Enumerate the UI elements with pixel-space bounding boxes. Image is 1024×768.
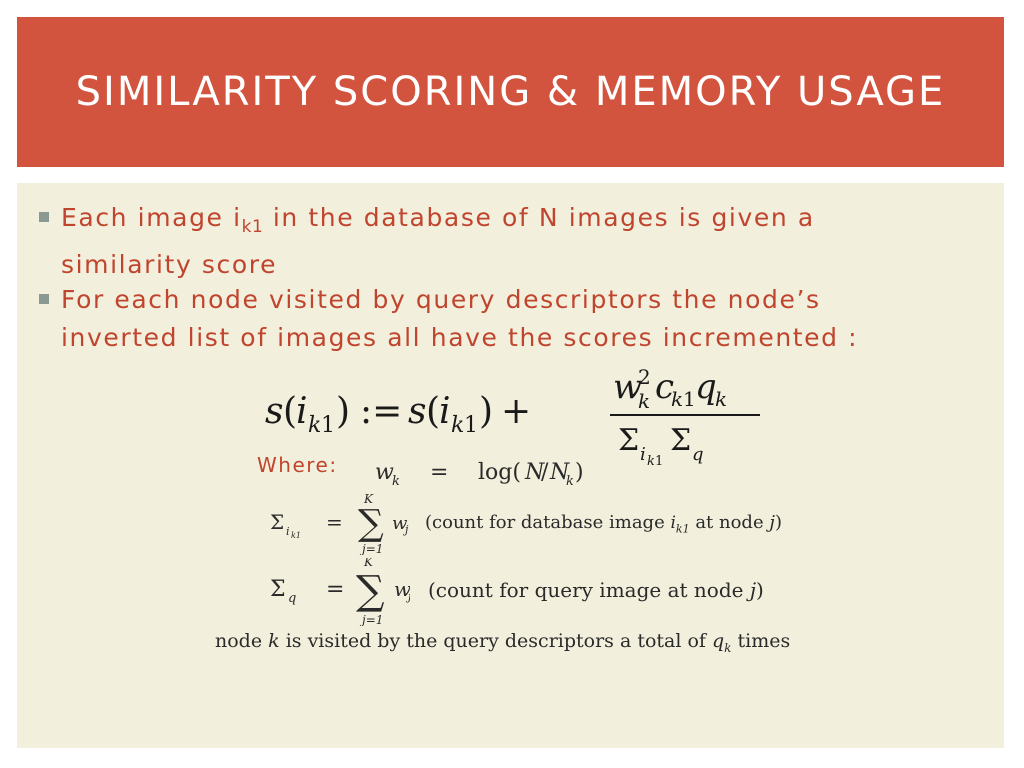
svg-text:w: w — [375, 460, 394, 485]
svg-text:k: k — [566, 474, 574, 489]
svg-text:=: = — [326, 577, 344, 602]
svg-text:Σ: Σ — [270, 577, 286, 602]
svg-text:j: j — [402, 523, 409, 536]
svg-text:Σ: Σ — [670, 423, 691, 458]
bullet-1-line-2: similarity score — [61, 250, 278, 279]
svg-text:1: 1 — [321, 413, 335, 438]
where-label: Where: — [257, 453, 338, 477]
svg-text:): ) — [575, 460, 584, 485]
svg-text:(: ( — [283, 391, 297, 432]
bullet-2: For each node visited by query descripto… — [39, 281, 961, 357]
svg-text:i: i — [640, 444, 646, 465]
svg-text:w: w — [392, 513, 408, 534]
svg-text:/: / — [541, 460, 549, 485]
svg-text:+: + — [501, 391, 531, 432]
visit-text-a: node — [215, 630, 263, 652]
bullet-1: Each image ik1 in the database of N imag… — [39, 199, 961, 284]
svg-text:i: i — [439, 391, 451, 432]
svg-text:k1: k1 — [291, 531, 301, 540]
slide-title: SIMILARITY SCORING & MEMORY USAGE — [75, 69, 946, 115]
svg-text:=: = — [326, 510, 343, 534]
svg-text:K: K — [363, 493, 374, 506]
svg-text:i: i — [286, 525, 290, 538]
content-area: Each image ik1 in the database of N imag… — [17, 183, 1004, 748]
svg-text:N: N — [549, 460, 570, 485]
bullet-1-text-a: Each image i — [61, 203, 242, 232]
sigma-ik1-text: (count for database image — [425, 512, 665, 533]
sigma-ik1-definition: Σ i k1 = K ∑ j=1 w j (count for database… — [270, 493, 782, 555]
svg-text:): ) — [479, 391, 493, 432]
svg-text:q: q — [288, 591, 296, 606]
bullet-2-line-1: For each node visited by query descripto… — [61, 285, 821, 314]
square-bullet-icon — [39, 294, 49, 304]
svg-text:k: k — [451, 413, 464, 438]
svg-text:): ) — [336, 391, 350, 432]
bullet-1-text-b: in the database of N images is given a — [263, 203, 815, 232]
visit-text-c: descriptors a total of — [504, 630, 706, 652]
svg-text:1: 1 — [655, 454, 663, 468]
svg-text:log(: log( — [478, 460, 521, 485]
svg-text:(: ( — [426, 391, 440, 432]
bullet-2-line-2: inverted list of images all have the sco… — [61, 323, 859, 352]
title-bar: SIMILARITY SCORING & MEMORY USAGE — [17, 17, 1004, 167]
svg-text:k: k — [638, 389, 650, 413]
svg-text::=: := — [360, 391, 402, 432]
svg-text:Σ: Σ — [618, 423, 639, 458]
svg-text:q: q — [692, 444, 704, 465]
svg-text:s: s — [265, 391, 283, 432]
svg-text:w: w — [394, 577, 410, 601]
svg-text:s: s — [408, 391, 426, 432]
visit-text-b: is visited by the query — [285, 630, 499, 652]
svg-text:c: c — [655, 368, 674, 407]
svg-text:∑: ∑ — [356, 568, 385, 614]
svg-text:k: k — [715, 387, 727, 411]
svg-text:Σ: Σ — [270, 510, 284, 534]
svg-text:1: 1 — [683, 387, 696, 411]
visit-text-d: times — [737, 630, 791, 652]
svg-text:=: = — [430, 460, 448, 485]
score-update-formula: s ( i k 1 ) := s ( i k 1 ) + w 2 k c k 1… — [265, 368, 760, 468]
svg-text:w: w — [613, 368, 642, 407]
svg-text:k: k — [392, 474, 400, 489]
sigma-q-definition: Σ q = K ∑ j=1 w j (count for query image… — [270, 558, 830, 626]
svg-text:k: k — [671, 387, 683, 411]
svg-text:1: 1 — [464, 413, 478, 438]
square-bullet-icon — [39, 212, 49, 222]
svg-text:j=1: j=1 — [359, 542, 383, 555]
svg-text:∑: ∑ — [358, 503, 384, 544]
sigma-ik1-tail: at node — [695, 512, 764, 533]
svg-text:2: 2 — [638, 368, 651, 389]
svg-text:j: j — [405, 590, 410, 603]
svg-text:K: K — [363, 558, 374, 569]
svg-text:i: i — [296, 391, 308, 432]
svg-text:q: q — [695, 368, 717, 407]
svg-text:N: N — [524, 460, 545, 485]
visit-count-definition: node k is visited by the query descripto… — [215, 630, 791, 655]
sigma-ik1-lhs: Σ i k1 = K ∑ j=1 w j — [270, 493, 409, 555]
bullet-1-subscript: k1 — [241, 217, 264, 237]
weight-definition: w k = log( N / N k ) — [375, 460, 584, 489]
sigma-q-lhs: Σ q = K ∑ j=1 w j — [270, 558, 410, 626]
svg-text:k: k — [308, 413, 321, 438]
svg-text:k: k — [647, 454, 655, 468]
sigma-q-text: (count for query image at node — [428, 578, 744, 602]
svg-text:j=1: j=1 — [359, 613, 383, 626]
